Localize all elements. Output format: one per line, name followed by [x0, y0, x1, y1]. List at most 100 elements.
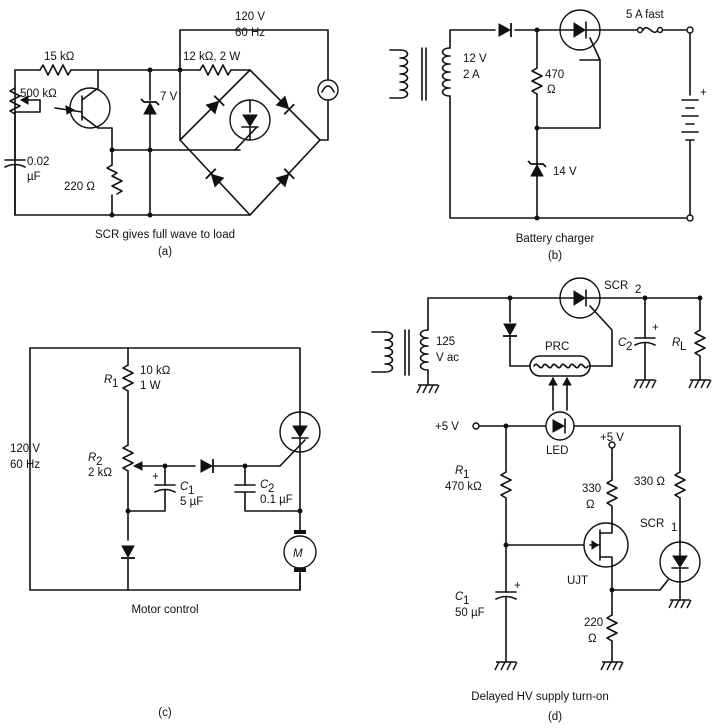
- label-scr2: SCR: [604, 280, 628, 292]
- ground-d6: [668, 599, 692, 609]
- label-220-d-unit: Ω: [588, 633, 597, 645]
- label-r1: R: [104, 374, 112, 386]
- label-c-60hz: 60 Hz: [10, 459, 40, 471]
- label-r1-sub: 1: [112, 378, 118, 390]
- label-12k: 12 kΩ, 2 W: [183, 51, 240, 63]
- label-330-ujt: 330: [582, 483, 601, 495]
- label-c2-d-sub: 2: [626, 341, 632, 353]
- label-c1-plus: +: [152, 471, 159, 483]
- caption-b: Battery charger: [516, 233, 595, 245]
- terminal-minus: [686, 214, 694, 222]
- label-12v: 12 V: [463, 53, 487, 65]
- caption-a: SCR gives full wave to load: [95, 229, 235, 241]
- label-220: 220 Ω: [64, 181, 95, 193]
- label-cap-value: 0.02: [27, 156, 49, 168]
- label-vac: V ac: [436, 352, 459, 364]
- label-prc: PRC: [545, 341, 569, 353]
- pot-500k: [9, 87, 21, 115]
- label-rl: R: [672, 337, 680, 349]
- diode-c: [200, 458, 214, 474]
- tag-b: (b): [548, 250, 562, 262]
- label-led: LED: [546, 445, 568, 457]
- label-scr2-sub: 2: [635, 284, 641, 296]
- label-c1-d-sub: 1: [463, 595, 469, 607]
- label-c2: C: [260, 479, 269, 491]
- lamp-load: [317, 79, 339, 101]
- diode-d: [502, 323, 518, 337]
- label-c2-value: 0.1 µF: [260, 494, 293, 506]
- label-c1-d-value: 50 µF: [455, 607, 485, 619]
- caption-d: Delayed HV supply turn-on: [471, 691, 608, 703]
- transformer-b: [441, 47, 451, 97]
- resistor-r1: [122, 364, 134, 392]
- label-r1-d-sub: 1: [463, 469, 469, 481]
- zener-7v: [140, 98, 160, 115]
- label-c2-d: C: [618, 337, 627, 349]
- label-r1-value: 10 kΩ: [140, 365, 171, 377]
- resistor-r1-d: [500, 471, 512, 499]
- ground-d5: [600, 661, 624, 671]
- zener-14v: [527, 160, 547, 177]
- label-5a-fast: 5 A fast: [626, 9, 665, 21]
- label-60hz: 60 Hz: [235, 27, 265, 39]
- resistor-470: [531, 67, 543, 95]
- diode-b: [498, 22, 512, 38]
- label-ujt: UJT: [567, 575, 588, 587]
- label-rl-sub: L: [680, 341, 687, 353]
- label-r1-d-value: 470 kΩ: [445, 481, 482, 493]
- label-c1-sub: 1: [188, 485, 194, 497]
- ground-d2: [633, 379, 657, 389]
- label-cap-unit: µF: [27, 171, 41, 183]
- diode-c-lower: [120, 545, 136, 559]
- label-120v: 120 V: [235, 11, 265, 23]
- label-5v-left: +5 V: [435, 421, 459, 433]
- motor-label: M: [293, 548, 303, 560]
- label-14v: 14 V: [553, 166, 577, 178]
- label-2a: 2 A: [463, 69, 480, 81]
- ground-d4: [494, 661, 518, 671]
- label-c1-value: 5 µF: [180, 496, 203, 508]
- label-5v-right: +5 V: [600, 432, 624, 444]
- label-c1-d-plus: +: [514, 580, 521, 592]
- label-c2-plus: +: [652, 322, 659, 334]
- caption-c: Motor control: [131, 604, 198, 616]
- label-r2-sub: 2: [96, 456, 102, 468]
- pot-r2: [122, 444, 134, 472]
- terminal-plus: [686, 26, 694, 34]
- tag-a: (a): [158, 246, 172, 258]
- panel-d: 125 V ac SCR 2 PRC C 2 + R L +5 V +5 V L…: [371, 277, 712, 723]
- fuse-5a: [642, 26, 659, 34]
- label-500k: 500 kΩ: [20, 88, 57, 100]
- label-470: 470: [545, 69, 564, 81]
- label-15k: 15 kΩ: [44, 51, 75, 63]
- panel-c: M 120 V 60 Hz R 1 10 kΩ 1 W R 2 2 kΩ + C…: [10, 347, 321, 719]
- label-c1-d: C: [455, 591, 464, 603]
- label-c-120v: 120 V: [10, 443, 40, 455]
- battery-plus: +: [700, 87, 707, 99]
- label-r1-d: R: [455, 465, 463, 477]
- resistor-12k: [199, 64, 232, 76]
- label-scr1-sub: 1: [671, 522, 677, 534]
- label-r2-value: 2 kΩ: [88, 467, 112, 479]
- label-r2: R: [88, 452, 96, 464]
- resistor-rl: [694, 329, 706, 357]
- transformer-d: [419, 329, 429, 371]
- tag-d: (d): [548, 711, 562, 723]
- terminal-5v: [472, 422, 480, 430]
- ground-d3: [688, 379, 712, 389]
- resistor-220: [106, 164, 123, 195]
- ground-d1: [416, 384, 440, 394]
- label-330-scr: 330 Ω: [634, 476, 665, 488]
- label-470-unit: Ω: [547, 84, 556, 96]
- label-c1: C: [180, 481, 189, 493]
- tag-c: (c): [158, 707, 172, 719]
- label-330-ujt-unit: Ω: [586, 499, 595, 511]
- label-c2-sub: 2: [268, 483, 274, 495]
- resistor-330-scr: [674, 471, 686, 499]
- resistor-15k: [39, 64, 72, 76]
- label-r1-power: 1 W: [140, 380, 161, 392]
- label-7v: 7 V: [160, 91, 178, 103]
- label-scr1: SCR: [640, 518, 664, 530]
